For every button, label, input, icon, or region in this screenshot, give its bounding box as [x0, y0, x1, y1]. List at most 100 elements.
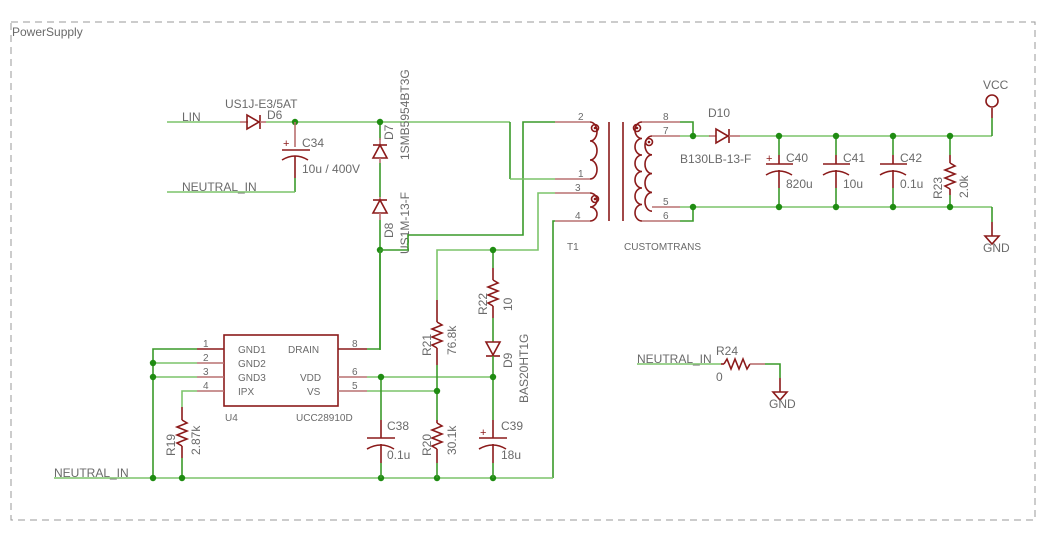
c38-value: 0.1u — [387, 448, 410, 462]
resistor-r23[interactable] — [942, 136, 958, 207]
u4-pin-name: VS — [307, 387, 321, 398]
net-label-neutral-r24: NEUTRAL_IN — [637, 352, 712, 366]
d8-ref: D8 — [382, 222, 396, 238]
u4-pin-num: 4 — [203, 381, 209, 392]
ic-u4[interactable] — [197, 334, 367, 407]
r19-value: 2.87k — [189, 425, 203, 455]
gnd-symbol-r24 — [771, 378, 789, 402]
net-label-gnd-r24: GND — [769, 397, 796, 411]
r22-ref: R22 — [476, 293, 490, 315]
capacitor-c41[interactable] — [822, 136, 850, 207]
u4-pin-num: 2 — [203, 353, 209, 364]
d8-value: US1M-13-F — [398, 192, 412, 254]
u4-pin-name: IPX — [238, 387, 254, 398]
diode-d8[interactable] — [371, 197, 389, 220]
u4-pin-name: DRAIN — [288, 345, 319, 356]
resistor-r21[interactable] — [429, 300, 445, 420]
junction — [889, 132, 897, 140]
junction — [946, 132, 954, 140]
junction — [775, 132, 783, 140]
t1-pin-2: 2 — [578, 112, 584, 123]
junction — [149, 474, 157, 482]
r19-ref: R19 — [164, 434, 178, 456]
net-label-neutral-bottom: NEUTRAL_IN — [54, 466, 129, 480]
capacitor-c40[interactable]: + — [765, 136, 793, 207]
t1-ref: T1 — [567, 242, 579, 253]
junction — [178, 474, 186, 482]
c39-value: 18u — [501, 448, 521, 462]
t1-pin-7: 7 — [663, 126, 669, 137]
resistor-r24[interactable] — [721, 356, 781, 378]
r24-value: 0 — [716, 370, 723, 384]
c34-ref: C34 — [302, 136, 324, 150]
junction — [489, 373, 497, 381]
u4-pin-name: GND1 — [238, 345, 266, 356]
junction — [946, 203, 954, 211]
r23-ref: R23 — [931, 177, 945, 199]
t1-value: CUSTOMTRANS — [624, 242, 701, 253]
u4-pin-name: VDD — [300, 373, 321, 384]
junction — [775, 203, 783, 211]
svg-text:+: + — [283, 138, 289, 150]
t1-pin-1: 1 — [578, 169, 584, 180]
u4-pin-num: 5 — [352, 381, 358, 392]
r21-value: 76.8k — [445, 325, 459, 355]
r20-value: 30.1k — [445, 425, 459, 455]
c34-value: 10u / 400V — [302, 162, 360, 176]
sheet-title: PowerSupply — [12, 25, 83, 39]
u4-ref: U4 — [225, 413, 238, 424]
capacitor-c39[interactable]: + — [478, 420, 507, 478]
wire-u4 — [152, 250, 493, 478]
c40-ref: C40 — [786, 151, 808, 165]
r22-value: 10 — [501, 297, 515, 311]
capacitor-c34[interactable]: + — [281, 122, 310, 178]
u4-pin-num: 6 — [352, 367, 358, 378]
r21-ref: R21 — [420, 334, 434, 356]
diode-d9[interactable] — [484, 341, 502, 420]
d7-value: 1SMB5954BT3G — [398, 69, 412, 160]
t1-pin-8: 8 — [663, 112, 669, 123]
capacitor-c38[interactable] — [366, 377, 395, 478]
c41-value: 10u — [843, 177, 863, 191]
junction — [689, 203, 697, 211]
net-label-gnd-out: GND — [983, 241, 1010, 255]
junction — [376, 118, 384, 126]
u4-pin-name: GND2 — [238, 359, 266, 370]
c38-ref: C38 — [387, 419, 409, 433]
diode-d7[interactable] — [371, 138, 389, 163]
d10-value: B130LB-13-F — [680, 152, 751, 166]
t1-pin-6: 6 — [663, 211, 669, 222]
c39-ref: C39 — [501, 419, 523, 433]
resistor-r19[interactable] — [174, 407, 190, 478]
wire-drain-node — [380, 121, 555, 251]
c42-ref: C42 — [900, 151, 922, 165]
d6-ref: D6 — [267, 108, 283, 122]
u4-pin-num: 1 — [203, 339, 209, 350]
net-label-lin: LIN — [182, 110, 201, 124]
d10-ref: D10 — [708, 106, 730, 120]
capacitor-c42[interactable] — [879, 136, 907, 207]
resistor-r22[interactable] — [485, 268, 501, 342]
r24-ref: R24 — [716, 344, 738, 358]
u4-pin-num: 8 — [352, 339, 358, 350]
junction — [832, 203, 840, 211]
net-label-vcc: VCC — [983, 78, 1009, 92]
diode-d10[interactable] — [709, 127, 740, 145]
d9-ref: D9 — [501, 352, 515, 368]
svg-text:+: + — [480, 427, 486, 439]
d9-value: BAS20HT1G — [517, 334, 531, 403]
junction — [149, 359, 157, 367]
t1-pin-3: 3 — [575, 183, 581, 194]
net-label-neutral-top: NEUTRAL_IN — [182, 180, 257, 194]
diode-d6[interactable] — [246, 113, 266, 131]
resistor-r20[interactable] — [429, 420, 445, 478]
c41-ref: C41 — [843, 151, 865, 165]
junction — [832, 132, 840, 140]
c40-value: 820u — [786, 177, 813, 191]
d7-ref: D7 — [382, 124, 396, 140]
transformer-t1[interactable] — [555, 121, 680, 222]
t1-pin-5: 5 — [663, 197, 669, 208]
u4-value: UCC28910D — [296, 413, 353, 424]
t1-pin-4: 4 — [575, 211, 581, 222]
r23-value: 2.0k — [957, 174, 971, 198]
